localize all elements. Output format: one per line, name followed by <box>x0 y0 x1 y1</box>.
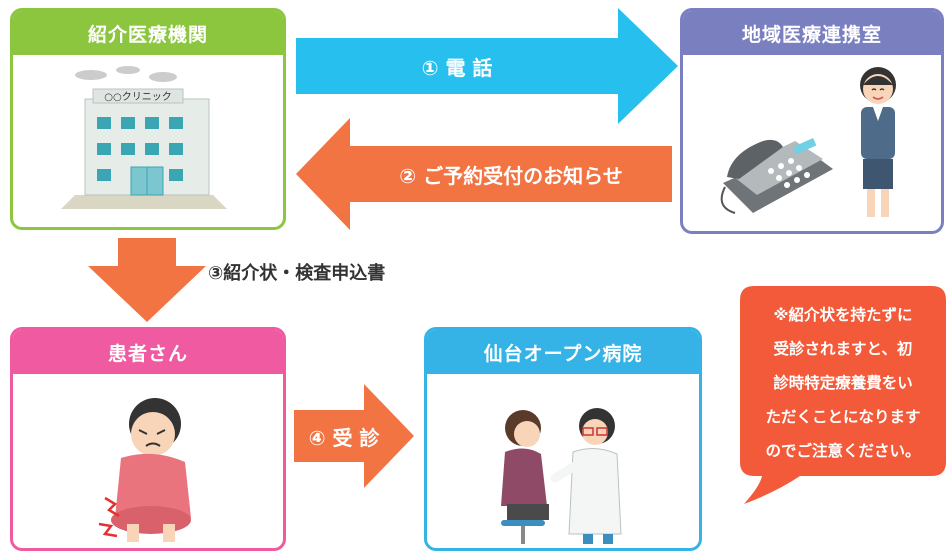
clinic-building-icon: ○○クリニック <box>61 66 227 209</box>
referral-arrow-label: ③紹介状・検査申込書 <box>208 263 386 284</box>
referral-arrow <box>88 238 206 322</box>
caution-note: ※紹介状を持たずに 受診されますと、初 診時特定療養費をい ただくことになります… <box>740 286 946 506</box>
caution-line-2: 受診されますと、初 <box>773 340 913 358</box>
phone-arrow: ① 電 話 <box>296 8 679 124</box>
clinic-sign: ○○クリニック <box>104 91 171 103</box>
hospital-title: 仙台オープン病院 <box>427 330 699 374</box>
visit-arrow-label: ④ 受 診 <box>308 425 380 450</box>
caution-bubble-shape <box>740 286 946 504</box>
referring-clinic-title: 紹介医療機関 <box>13 11 283 55</box>
liaison-office-title: 地域医療連携室 <box>683 11 941 55</box>
notice-arrow-label: ② ご予約受付のお知らせ <box>399 163 623 188</box>
notice-arrow: ② ご予約受付のお知らせ <box>296 118 672 230</box>
receptionist-icon <box>860 67 896 217</box>
visit-arrow-shape <box>294 384 414 488</box>
liaison-office-box: 地域医療連携室 <box>680 8 944 234</box>
referral-arrow-shape <box>88 238 206 322</box>
caution-line-4: ただくことになります <box>765 408 921 426</box>
hospital-box: 仙台オープン病院 <box>424 327 702 551</box>
patient-box: 患者さん <box>10 327 286 551</box>
phone-arrow-label: ① 電 話 <box>421 55 493 80</box>
doctor-consultation-icon <box>501 408 622 544</box>
caution-line-3: 診時特定療養費をい <box>773 374 913 392</box>
patient-title: 患者さん <box>13 330 283 374</box>
notice-arrow-shape <box>296 118 672 230</box>
telephone-icon <box>720 138 833 214</box>
referring-clinic-box: 紹介医療機関 ○○クリニック <box>10 8 286 230</box>
caution-note-text: ※紹介状を持たずに 受診されますと、初 診時特定療養費をい ただくことになります… <box>748 298 938 468</box>
caution-line-1: ※紹介状を持たずに <box>773 306 913 324</box>
visit-arrow: ④ 受 診 <box>294 384 414 488</box>
sick-patient-icon <box>98 398 191 542</box>
phone-arrow-shape <box>296 8 678 124</box>
caution-line-5: のでご注意ください。 <box>765 442 921 460</box>
